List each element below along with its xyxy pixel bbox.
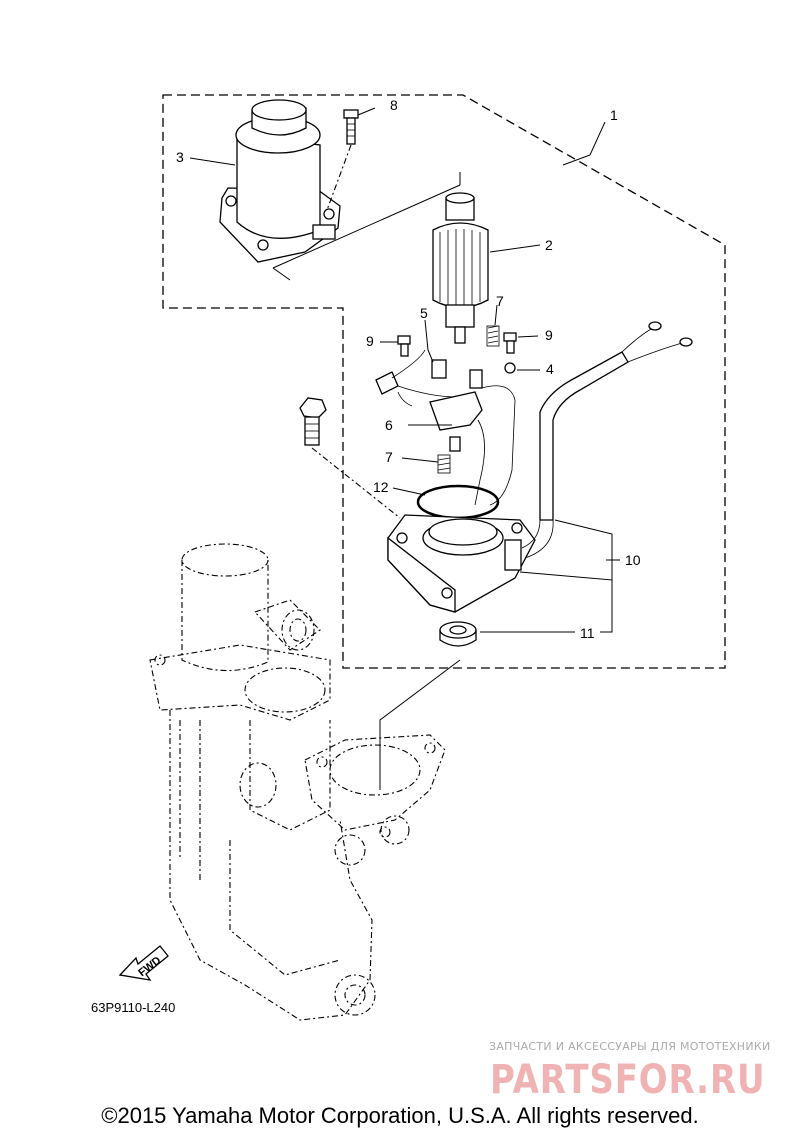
callout-5: 5 (420, 305, 428, 321)
grommet-11-part (439, 621, 477, 647)
callout-6: 6 (385, 417, 393, 433)
spring-7-upper-part (486, 325, 500, 347)
long-bolt-part (299, 397, 327, 446)
watermark-logo: PARTSFOR.RU (490, 1057, 766, 1103)
callout-8: 8 (390, 97, 398, 113)
armature-part (432, 192, 489, 344)
callout-3: 3 (176, 149, 184, 165)
callout-11: 11 (580, 625, 595, 641)
callout-10: 10 (625, 552, 641, 568)
spring-7-lower-part (437, 454, 451, 474)
screw-8-part (343, 109, 359, 145)
diagram-code: 63P9110-L240 (91, 1000, 175, 1015)
screw-9-right-part (503, 332, 517, 354)
callout-7-upper: 7 (496, 293, 504, 309)
washer-4-part (504, 362, 516, 374)
o-ring-12-part (416, 484, 500, 520)
callout-2: 2 (545, 237, 553, 253)
lead-wire-harness (521, 321, 693, 559)
bracket-base-part (387, 514, 536, 613)
callout-9-right: 9 (545, 327, 553, 343)
assembly-boundary (162, 94, 726, 669)
brush-holder-assembly (375, 349, 516, 506)
motor-yoke-part (219, 99, 341, 263)
callout-9-left: 9 (366, 333, 374, 349)
callout-4: 4 (546, 361, 554, 377)
watermark-tagline: ЗАПЧАСТИ И АКСЕССУАРЫ ДЛЯ МОТОТЕХНИКИ (489, 1040, 771, 1053)
callout-12: 12 (373, 479, 389, 495)
copyright-notice: ©2015 Yamaha Motor Corporation, U.S.A. A… (101, 1103, 699, 1128)
callout-7-lower: 7 (385, 449, 393, 465)
callout-1: 1 (610, 107, 618, 123)
tilt-trim-unit-ghost (149, 543, 446, 1021)
screw-9-left-part (397, 335, 411, 357)
fwd-arrow-icon: FWD (118, 945, 169, 981)
